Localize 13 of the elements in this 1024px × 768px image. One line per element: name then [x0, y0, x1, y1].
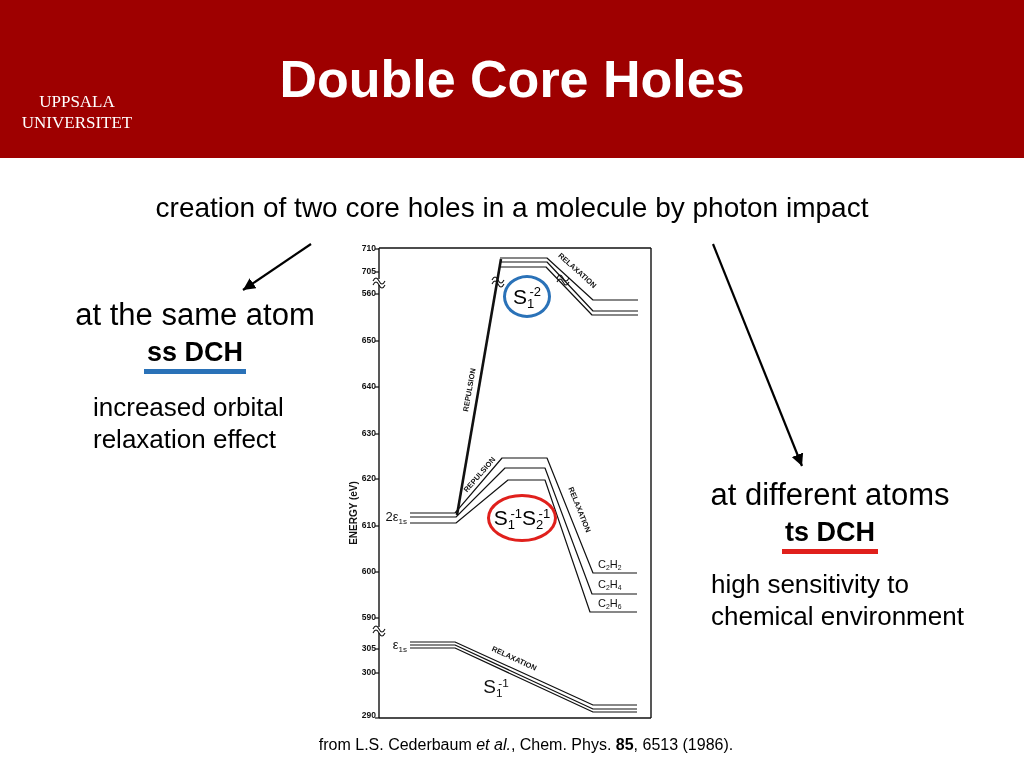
- institution-name: UPPSALA UNIVERSITET: [20, 90, 134, 134]
- heading-text: at different atoms: [710, 478, 950, 512]
- arrow: [711, 243, 804, 467]
- citation-text: from L.S. Cederbaum et al., Chem. Phys. 85, 6513 (1986).: [318, 735, 734, 755]
- term-text: ts DCH: [782, 517, 878, 554]
- arrow: [242, 243, 312, 291]
- heading-text: at the same atom: [75, 298, 315, 332]
- term-text: ss DCH: [144, 337, 246, 374]
- subtitle-text: creation of two core holes in a molecule by photon impact: [155, 191, 869, 225]
- description-text: high sensitivity to chemical environment: [711, 568, 965, 632]
- slide-title: Double Core Holes: [279, 50, 745, 110]
- axis-title: ENERGY (eV): [347, 481, 359, 545]
- description-text: increased orbital relaxation effect: [93, 391, 285, 455]
